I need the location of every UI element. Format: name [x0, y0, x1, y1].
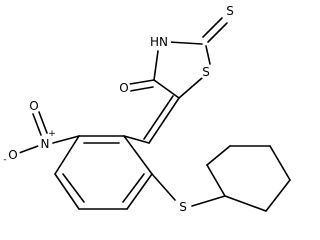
svg-text:O: O	[119, 81, 128, 95]
bond-nitro-n-o-top-1	[38, 111, 48, 134]
bond-c5-s1	[178, 77, 203, 99]
nitro-o-charge: -	[3, 155, 6, 165]
bond-nitro-n-o-minus	[18, 145, 39, 154]
bond-c4-o-2	[129, 86, 154, 92]
carbonyl-o-atom: O	[117, 81, 131, 95]
bond-ar-1-2	[123, 135, 153, 175]
svg-text:O: O	[8, 148, 17, 162]
bond-c5-ch-1	[148, 97, 180, 144]
svg-text:S: S	[179, 200, 187, 214]
bond-thioether-s-cy	[191, 195, 226, 207]
bond-s1-c2	[205, 45, 211, 65]
svg-text:S: S	[226, 4, 234, 18]
bond-ar-5-6	[54, 135, 80, 175]
bond-n3-c4	[153, 50, 159, 81]
bond-ar-4-5	[54, 173, 80, 210]
bond-cy-6-1	[206, 164, 226, 197]
thioether-s-atom: S	[176, 200, 190, 214]
bond-cy-3-4	[269, 145, 291, 181]
bond-c5-ch-2	[143, 95, 174, 140]
bond-ch-aryl	[123, 135, 150, 144]
bond-ar-2-3	[126, 173, 153, 210]
svg-text:S: S	[202, 65, 210, 79]
atom-labels: S HN S O N + O O - S	[3, 4, 237, 214]
bond-c2-thione-s-2	[202, 17, 223, 38]
svg-text:N: N	[41, 137, 50, 151]
structure-diagram: S HN S O N + O O - S	[3, 4, 291, 214]
bond-cy-5-6	[206, 145, 231, 166]
bond-c2-n3	[168, 41, 203, 45]
bond-cy-1-2	[224, 195, 267, 212]
bond-nitro-n-o-top-2	[32, 113, 42, 136]
nitro-o-minus-atom: O -	[3, 148, 20, 165]
ring-s-atom: S	[199, 65, 213, 79]
svg-text:O: O	[29, 99, 38, 113]
nh-atom: HN	[148, 35, 171, 50]
bond-c4-o-1	[129, 79, 155, 85]
nitro-o-top-atom: O	[27, 99, 41, 113]
nitro-n-charge: +	[48, 129, 56, 139]
bond-cy-2-3	[265, 179, 291, 212]
thione-s-atom: S	[223, 4, 237, 18]
bond-c4-c5	[153, 79, 180, 99]
bond-ar-inner-b	[62, 173, 85, 203]
bond-ar-inner-a	[122, 173, 145, 203]
svg-text:HN: HN	[150, 35, 168, 49]
bond-ar-thioether-s	[151, 173, 176, 201]
bonds	[18, 17, 291, 212]
bond-ar-nitro-n	[52, 135, 80, 144]
bond-c2-thione-s-1	[207, 22, 228, 43]
nitro-n-atom: N +	[38, 129, 56, 151]
